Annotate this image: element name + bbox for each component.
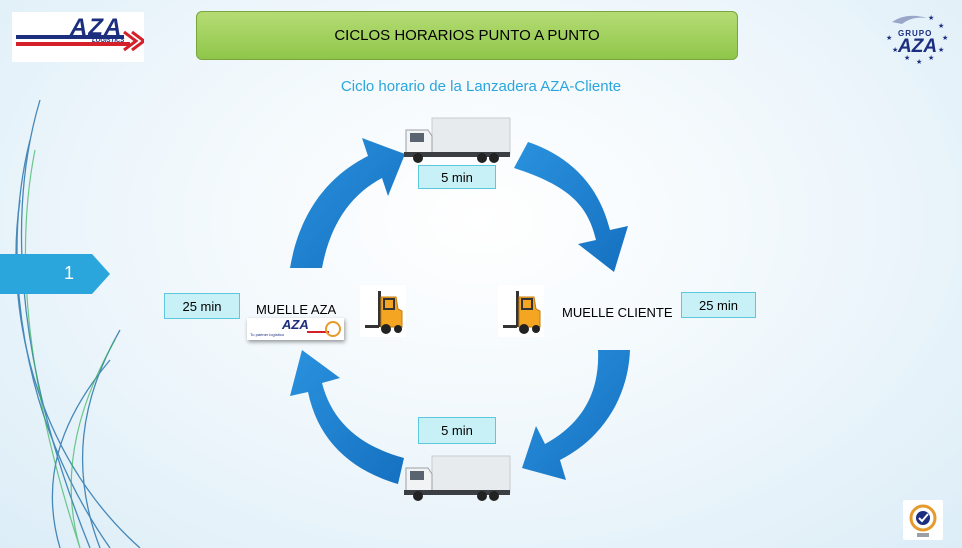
svg-text:★: ★ — [938, 46, 944, 54]
bottom-transit-time: 5 min — [418, 417, 496, 444]
svg-text:★: ★ — [916, 58, 922, 66]
aza-small-logo — [247, 318, 344, 340]
svg-text:★: ★ — [892, 46, 898, 54]
left-dock-time: 25 min — [164, 293, 240, 319]
sgs-seal — [909, 504, 937, 537]
svg-text:★: ★ — [928, 14, 934, 22]
arrow-right-to-bottom — [522, 350, 630, 480]
diagram-subtitle: Ciclo horario de la Lanzadera AZA-Client… — [340, 78, 622, 95]
svg-text:★: ★ — [904, 54, 910, 62]
svg-text:★: ★ — [942, 34, 948, 42]
grupo-logo-main: AZA — [898, 36, 938, 57]
arrow-bottom-to-left — [290, 350, 404, 484]
page-title: CICLOS HORARIOS PUNTO A PUNTO — [196, 11, 738, 60]
logo-text: AZA — [70, 14, 123, 41]
top-transit-time: 5 min — [418, 165, 496, 189]
small-logo-subtext: Tu partner logístico — [250, 332, 285, 337]
svg-text:★: ★ — [886, 34, 892, 42]
logo-swoosh — [16, 30, 144, 52]
logo-subtext: LOGISTICS — [92, 38, 125, 44]
slide-number: 1 — [64, 263, 75, 283]
small-logo-swoosh — [307, 321, 341, 337]
forklift-icon — [360, 285, 406, 337]
arrow-left-to-top — [290, 138, 405, 268]
right-dock-time: 25 min — [681, 292, 756, 318]
slide-number-tab — [0, 254, 110, 294]
truck-icon — [404, 117, 511, 163]
grupo-logo-top: GRUPO — [898, 29, 933, 38]
right-dock-label: MUELLE CLIENTE — [562, 305, 673, 320]
arrow-top-to-right — [514, 142, 628, 272]
svg-text:★: ★ — [938, 22, 944, 30]
truck-icon — [404, 455, 511, 501]
grupo-aza-logo: ★★★ ★★★ ★★★ — [886, 14, 948, 66]
left-dock-label: MUELLE AZA — [256, 302, 337, 317]
svg-text:★: ★ — [928, 54, 934, 62]
small-logo-text: AZA — [282, 317, 309, 332]
forklift-icon — [498, 285, 544, 337]
